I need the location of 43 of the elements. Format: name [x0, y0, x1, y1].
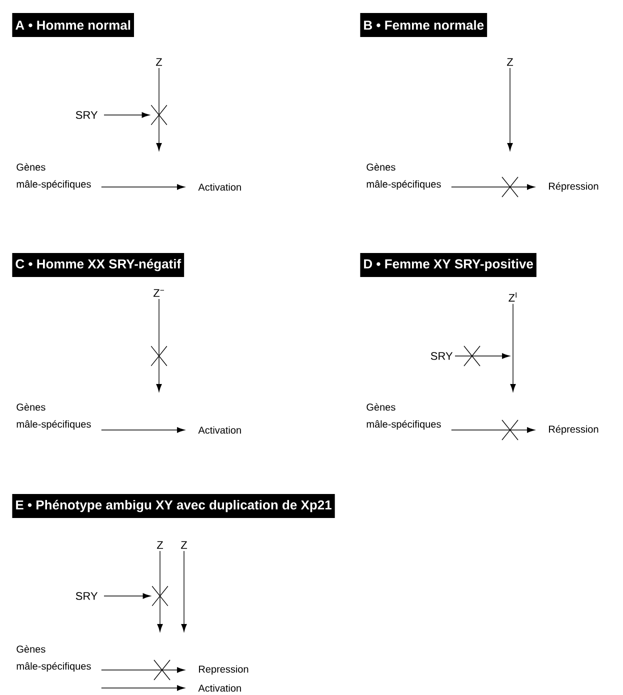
gene-group-label: Gènes mâle-spécifiques	[366, 163, 441, 190]
arrow	[510, 303, 516, 392]
arrow	[101, 184, 185, 190]
gene-group-label: Gènes mâle-spécifiques	[366, 403, 441, 430]
gene-label: Z	[181, 541, 187, 549]
gene-group-label: Gènes mâle-spécifiques	[16, 403, 91, 430]
panel-title-banner: B • Femme normale	[360, 13, 488, 37]
gene-label: Z	[507, 58, 514, 66]
outcome-label: Activation	[198, 684, 241, 692]
gene-label: Z	[157, 541, 163, 549]
panel-title-banner: E • Phénotype ambigu XY avec duplication de Xp21	[12, 494, 335, 518]
outcome-label: Activation	[198, 426, 241, 434]
arrow	[181, 550, 187, 632]
gene-group-label: Gènes mâle-spécifiques	[16, 645, 91, 672]
panel-title-banner: C • Homme XX SRY-négatif	[12, 253, 184, 277]
gene-label: SRY	[430, 352, 453, 360]
panel-title-banner: D • Femme XY SRY-positive	[360, 253, 536, 277]
arrow	[156, 298, 162, 392]
block-mark	[152, 586, 168, 606]
arrow	[156, 68, 162, 151]
outcome-label: Répression	[549, 425, 598, 435]
gene-label: Z$^{I}$	[508, 292, 516, 302]
gene-label: SRY	[76, 111, 98, 119]
panel-title-banner: A • Homme normal	[12, 13, 134, 37]
gene-label: Z	[156, 58, 162, 66]
gene-label: SRY	[76, 592, 98, 600]
arrow	[157, 550, 163, 632]
gene-group-label: Gènes mâle-spécifiques	[16, 163, 91, 190]
arrow	[101, 667, 185, 673]
arrow	[101, 427, 185, 433]
arrow	[101, 685, 185, 691]
block-mark	[151, 346, 167, 366]
arrow	[104, 112, 150, 118]
arrow	[104, 593, 151, 599]
block-mark	[151, 105, 167, 125]
outcome-label: Repression	[199, 665, 248, 675]
arrow	[507, 68, 513, 151]
outcome-label: Activation	[198, 183, 241, 191]
arrow	[454, 353, 510, 359]
outcome-label: Répression	[549, 182, 598, 192]
arrow	[451, 184, 535, 190]
arrow	[451, 427, 535, 433]
gene-label: Z$^{−}$	[154, 289, 164, 297]
